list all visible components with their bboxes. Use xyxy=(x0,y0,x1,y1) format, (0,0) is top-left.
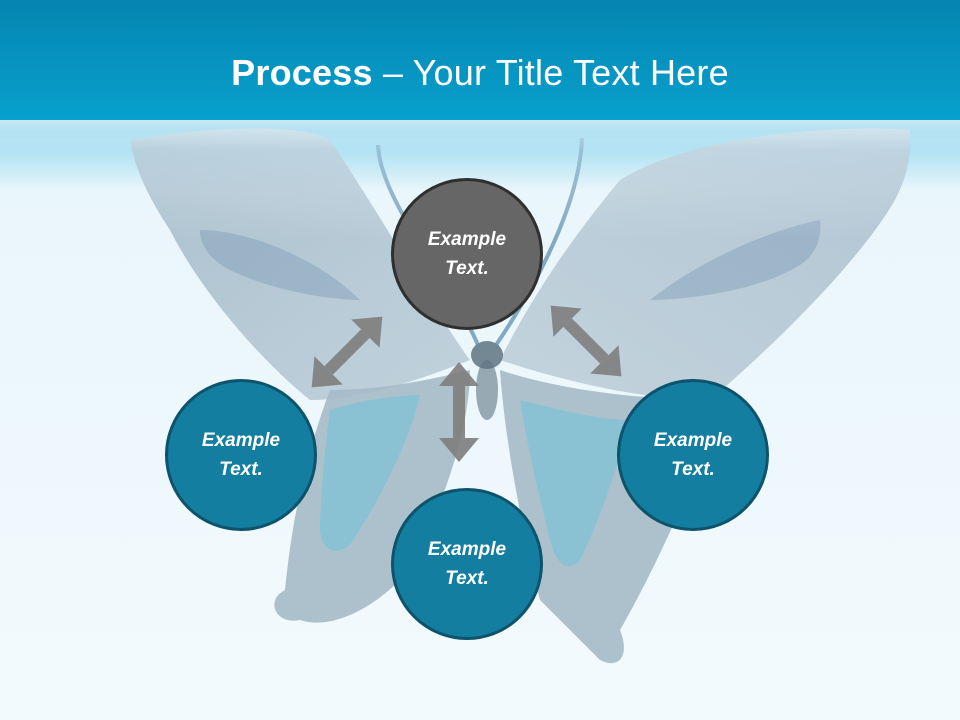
process-node-right: Example Text. xyxy=(617,379,769,531)
double-arrow-left-icon xyxy=(311,316,383,388)
node-left-label: Example Text. xyxy=(201,430,281,480)
process-node-top: Example Text. xyxy=(391,178,543,330)
node-bottom-label: Example Text. xyxy=(427,539,507,589)
process-node-bottom: Example Text. xyxy=(391,488,543,640)
process-node-left: Example Text. xyxy=(165,379,317,531)
double-arrow-right-icon xyxy=(550,305,622,377)
slide-title: Process – Your Title Text Here xyxy=(0,52,960,94)
title-rest-text: – Your Title Text Here xyxy=(372,52,729,93)
title-bar: Process – Your Title Text Here xyxy=(0,0,960,150)
node-right-label: Example Text. xyxy=(653,430,733,480)
double-arrow-vertical-icon xyxy=(439,362,479,462)
title-bold-text: Process xyxy=(231,52,373,93)
node-top-label: Example Text. xyxy=(427,229,507,279)
